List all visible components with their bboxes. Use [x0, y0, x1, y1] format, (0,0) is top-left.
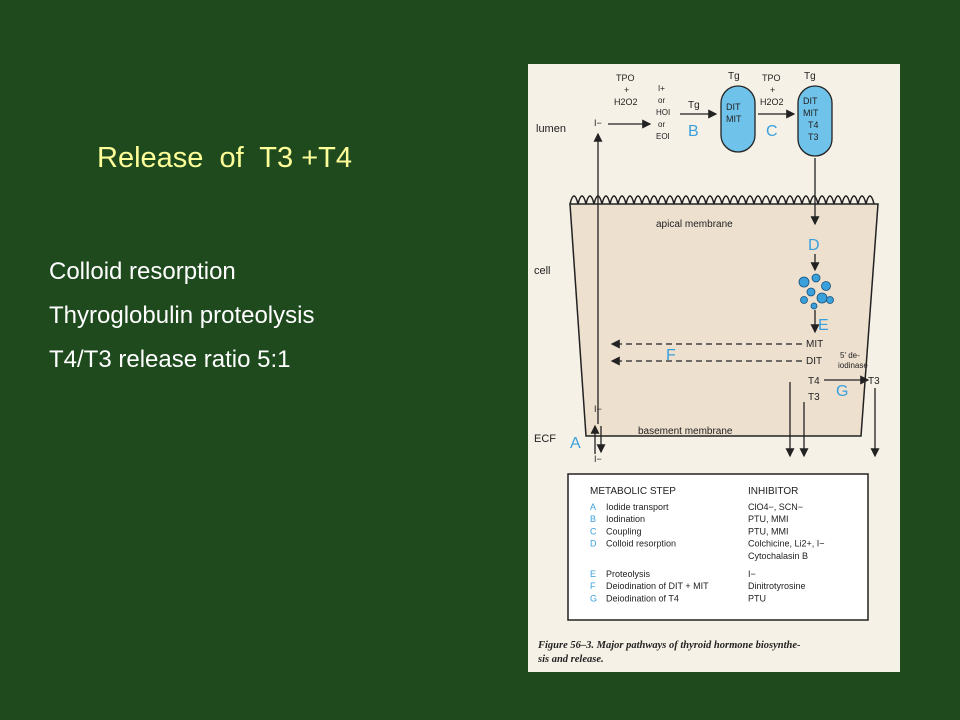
table-header-step: METABOLIC STEP [590, 486, 676, 497]
deiodinase-label-1: 5' de- [840, 351, 860, 360]
pill2-dit: DIT [803, 96, 818, 106]
ecf-label: ECF [534, 433, 556, 445]
table-row-inhibitor: PTU, MMI [748, 514, 789, 524]
thyroid-pathway-figure: lumen cell ECF I− I− I− TPO + H2O2 I+ or… [528, 64, 900, 672]
bullet-thyroglobulin-proteolysis: Thyroglobulin proteolysis [49, 302, 315, 329]
tpo-label-1: TPO [616, 73, 635, 83]
table-row-step: Deiodination of T4 [606, 593, 679, 603]
thyroglobulin-pill-2 [797, 85, 833, 157]
colloid-droplets [798, 273, 834, 310]
iodine-form-2: or [658, 96, 665, 105]
plus-label-2: + [770, 85, 775, 95]
table-row-step: Proteolysis [606, 569, 651, 579]
tpo-label-2: TPO [762, 73, 781, 83]
caption-line-1: Figure 56–3. Major pathways of thyroid h… [537, 640, 801, 651]
step-d-letter: D [808, 237, 820, 254]
table-row-letter: F [590, 581, 596, 591]
cell-label: cell [534, 265, 551, 277]
mit-label: MIT [806, 339, 823, 350]
table-row-letter: A [590, 502, 596, 512]
table-row-inhibitor: Colchicine, Li2+, I− [748, 539, 825, 549]
plus-label-1: + [624, 85, 629, 95]
caption-line-2: sis and release. [537, 654, 604, 665]
iodide-label-top: I− [594, 118, 602, 128]
iodine-form-3: HOI [656, 108, 670, 117]
iodine-form-1: I+ [658, 84, 665, 93]
table-row-step: Iodination [606, 514, 645, 524]
cell-body [569, 203, 879, 437]
table-row-inhibitor: PTU, MMI [748, 526, 789, 536]
iodine-form-4: or [658, 120, 665, 129]
bullet-list: Colloid resorption Thyroglobulin proteol… [49, 250, 314, 382]
iodine-form-5: EOI [656, 132, 670, 141]
bullet-release-ratio: T4/T3 release ratio 5:1 [49, 346, 291, 373]
step-b-letter: B [688, 123, 699, 140]
table-row-inhibitor: PTU [748, 593, 766, 603]
h2o2-label-1: H2O2 [614, 97, 638, 107]
iodide-label-bottom: I− [594, 454, 602, 464]
tg-label-3: Tg [804, 71, 816, 82]
pill1-dit: DIT [726, 102, 741, 112]
thyroglobulin-pill-1 [720, 85, 756, 153]
table-row-letter: E [590, 569, 596, 579]
pill2-t3: T3 [808, 132, 819, 142]
step-g-letter: G [836, 383, 848, 400]
step-e-letter: E [818, 317, 829, 334]
slide-title: Release of T3 +T4 [97, 142, 352, 174]
step-c-letter: C [766, 123, 778, 140]
pathway-diagram: lumen cell ECF I− I− I− TPO + H2O2 I+ or… [534, 71, 880, 665]
tg-label-1: Tg [688, 100, 700, 111]
table-row-step: Deiodination of DIT + MIT [606, 581, 709, 591]
table-row-letter: C [590, 526, 597, 536]
apical-membrane-label: apical membrane [656, 219, 733, 230]
table-header-inhibitor: INHIBITOR [748, 486, 798, 497]
pill2-t4: T4 [808, 120, 819, 130]
tg-label-2: Tg [728, 71, 740, 82]
table-row-inhibitor: ClO4−, SCN− [748, 502, 803, 512]
pill1-mit: MIT [726, 114, 742, 124]
t3-cell-label: T3 [808, 392, 820, 403]
table-row-inhibitor: Cytochalasin B [748, 551, 808, 561]
table-row-letter: B [590, 514, 596, 524]
step-a-letter: A [570, 435, 581, 452]
table-row-letter: G [590, 593, 597, 603]
pill2-mit: MIT [803, 108, 819, 118]
t4-label: T4 [808, 376, 820, 387]
table-row-step: Iodide transport [606, 502, 669, 512]
dit-label: DIT [806, 356, 822, 367]
t3-out-label: T3 [868, 376, 880, 387]
table-row-inhibitor: I− [748, 569, 756, 579]
basement-membrane-label: basement membrane [638, 426, 733, 437]
table-row-step: Coupling [606, 526, 642, 536]
bullet-colloid-resorption: Colloid resorption [49, 258, 236, 285]
lumen-label: lumen [536, 123, 566, 135]
deiodinase-label-2: iodinase [838, 361, 868, 370]
iodide-label-mid: I− [594, 404, 602, 414]
table-row-step: Colloid resorption [606, 539, 676, 549]
apical-microvilli [569, 195, 875, 205]
h2o2-label-2: H2O2 [760, 97, 784, 107]
table-row-letter: D [590, 539, 597, 549]
step-f-letter: F [666, 347, 676, 364]
table-row-inhibitor: Dinitrotyrosine [748, 581, 806, 591]
inhibitor-table-box [567, 473, 869, 621]
